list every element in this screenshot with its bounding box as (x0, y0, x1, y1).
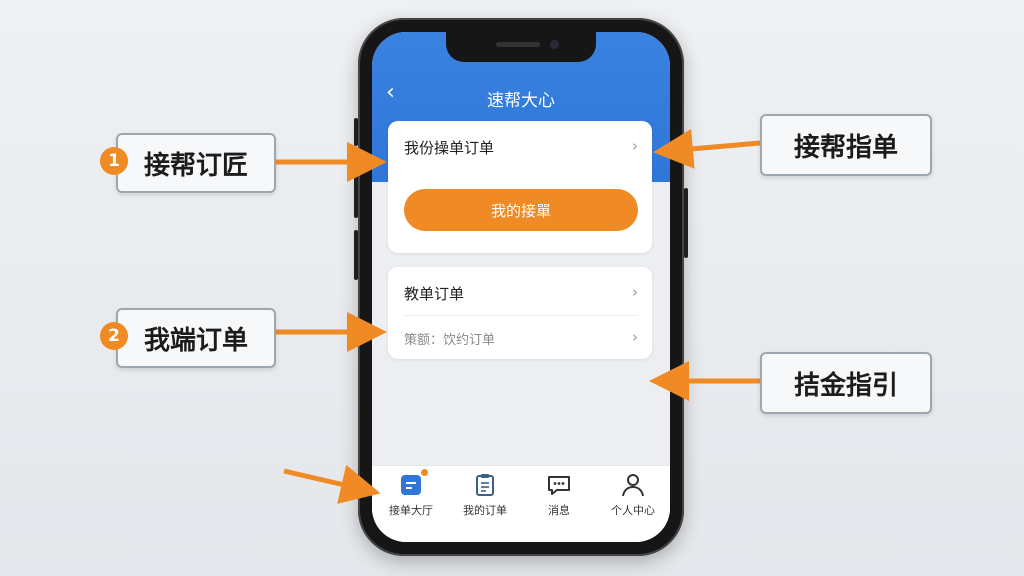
callout-text: 接帮指单 (793, 132, 898, 163)
speaker (496, 42, 540, 47)
tab-label: 我的订单 (463, 504, 507, 517)
volume-down-button (354, 230, 358, 280)
order-sub-row-label: 策额：饮约订单 (404, 333, 496, 348)
order-sub-row[interactable]: 策额：饮约订单 › (388, 316, 652, 359)
tab-profile[interactable]: 个人中心 (598, 472, 668, 518)
callout-left-top: 接帮订匠 (116, 133, 276, 193)
callout-right-top: 接帮指单 (760, 114, 932, 176)
phone-screen: ‹ 速帮大心 我份操单订单 › 我的接單 教单订单 › 策额：饮约订单 › (372, 32, 670, 542)
callout-number-badge: 2 (100, 322, 128, 350)
callout-text: 我端订单 (143, 325, 248, 356)
chevron-right-icon: › (632, 283, 638, 301)
notification-dot (421, 469, 428, 476)
volume-up-button (354, 168, 358, 218)
tab-label: 接单大厅 (389, 504, 433, 517)
front-camera (550, 40, 559, 49)
order-row[interactable]: 教单订单 › (388, 267, 652, 313)
chevron-right-icon: › (632, 328, 638, 346)
my-orders-row-title: 我份操单订单 (404, 139, 495, 157)
phone-frame: ‹ 速帮大心 我份操单订单 › 我的接單 教单订单 › 策额：饮约订单 › (354, 18, 688, 556)
message-icon (546, 472, 572, 498)
arrow-right-top (653, 128, 761, 169)
hall-icon (398, 469, 428, 498)
tab-label: 个人中心 (611, 504, 655, 517)
callout-right-mid: 拮金指引 (760, 352, 932, 414)
power-button (684, 188, 688, 258)
order-card: 我份操单订单 › 我的接單 (388, 121, 652, 253)
arrow-bottom-tab (283, 464, 381, 504)
order-row-title: 教单订单 (404, 285, 465, 303)
notch (446, 32, 596, 62)
my-accept-button[interactable]: 我的接單 (404, 189, 638, 231)
person-icon (620, 472, 646, 498)
tab-my-orders[interactable]: 我的订单 (450, 472, 520, 518)
page-title: 速帮大心 (487, 91, 555, 111)
chevron-right-icon: › (632, 137, 638, 155)
tab-label: 消息 (548, 504, 570, 517)
order-list-card: 教单订单 › 策额：饮约订单 › (388, 267, 652, 359)
tab-messages[interactable]: 消息 (524, 472, 594, 518)
callout-number-badge: 1 (100, 147, 128, 175)
tab-order-hall[interactable]: 接单大厅 (376, 469, 446, 518)
clipboard-icon (472, 472, 498, 498)
mute-switch (354, 118, 358, 146)
callout-left-mid: 我端订单 (116, 308, 276, 368)
callout-text: 拮金指引 (793, 370, 898, 401)
my-orders-row[interactable]: 我份操单订单 › (388, 121, 652, 173)
divider (404, 315, 638, 316)
bottom-tab-bar: 接单大厅 我的订单 (372, 465, 670, 542)
back-icon[interactable]: ‹ (386, 80, 395, 105)
callout-text: 接帮订匠 (143, 150, 248, 181)
